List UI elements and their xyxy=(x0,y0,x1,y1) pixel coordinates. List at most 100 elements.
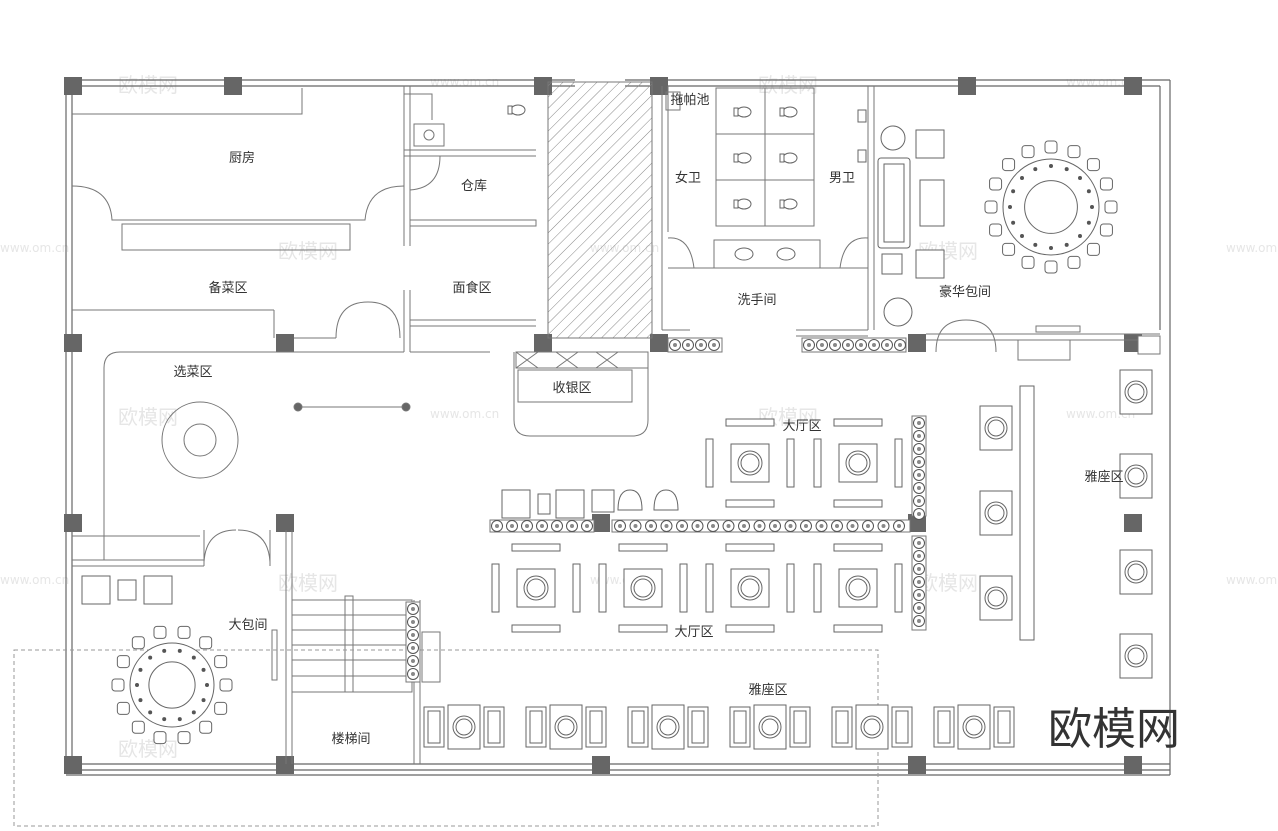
label-hall-bottom: 大厅区 xyxy=(674,625,713,640)
banquet-chair xyxy=(214,701,228,715)
place-setting xyxy=(1090,205,1094,209)
bench xyxy=(813,438,822,488)
booth-sofa xyxy=(831,706,853,748)
booth-sofa xyxy=(789,706,811,748)
banquet-chair xyxy=(989,223,1003,237)
planter-plant xyxy=(829,339,841,351)
booth-table xyxy=(1119,633,1153,679)
hall-table xyxy=(838,443,878,483)
faint-watermark: 欧模网 xyxy=(118,73,178,97)
place-setting xyxy=(191,655,196,660)
bench xyxy=(618,624,668,633)
hall-tables xyxy=(491,418,903,633)
planter-plant xyxy=(842,339,854,351)
planter-plant xyxy=(521,520,533,532)
place-setting xyxy=(191,710,196,715)
planter-plant xyxy=(913,589,925,601)
exterior-walls xyxy=(65,79,1171,776)
place-setting xyxy=(138,667,143,672)
planter-plant xyxy=(913,508,925,520)
banquet-chair xyxy=(1099,223,1113,237)
place-setting xyxy=(1077,233,1082,238)
bench xyxy=(894,438,903,488)
booth-table xyxy=(855,704,889,750)
planter-plant xyxy=(913,469,925,481)
faint-watermark: 欧模网 xyxy=(278,239,338,263)
banquet-chair xyxy=(116,701,130,715)
banquet-chair xyxy=(1044,140,1058,154)
place-setting xyxy=(1064,242,1069,247)
label-womens-restroom: 女卫 xyxy=(675,170,701,186)
place-setting xyxy=(1064,167,1069,172)
planter-plant xyxy=(708,339,720,351)
booth-table xyxy=(1119,453,1153,499)
faint-watermark: 欧模网 xyxy=(118,737,178,761)
planter-plant xyxy=(846,520,859,532)
planter-plant xyxy=(913,550,925,562)
bench xyxy=(705,438,714,488)
label-booth-right: 雅座区 xyxy=(1084,470,1123,485)
place-setting xyxy=(1077,176,1082,181)
booth-sofa xyxy=(729,706,751,748)
planter-plant xyxy=(506,520,518,532)
place-setting xyxy=(177,717,182,722)
label-luxury-private-room: 豪华包间 xyxy=(939,284,991,300)
planter-plant xyxy=(695,339,707,351)
booth-table xyxy=(979,405,1013,451)
place-setting xyxy=(1011,189,1016,194)
planter-plant xyxy=(831,520,843,532)
planter-plant xyxy=(913,495,925,507)
place-setting xyxy=(201,698,206,703)
planter-plant xyxy=(682,339,694,351)
restroom-fixtures xyxy=(507,104,867,261)
planter-plant xyxy=(691,520,704,532)
room-labels: 厨房 仓库 备菜区 面食区 选菜区 拖帕池 女卫 男卫 洗手间 豪华包间 收银区… xyxy=(173,93,1123,747)
place-setting xyxy=(201,667,206,672)
booth-sofa xyxy=(423,706,445,748)
bench xyxy=(598,563,607,613)
place-setting xyxy=(1049,246,1053,250)
banquet-chair xyxy=(1002,158,1016,172)
faint-watermarks: 欧模网 欧模网 欧模网 欧模网 欧模网 欧模网 欧模网 欧模网 欧模网 www.… xyxy=(0,73,1278,761)
faint-watermark-url: www.om.cn xyxy=(0,241,69,255)
planter-plant xyxy=(660,520,673,532)
banquet-chair xyxy=(131,720,145,734)
bench xyxy=(618,543,668,552)
faint-watermark-url: www.om.cn xyxy=(1066,407,1135,421)
label-mens-restroom: 男卫 xyxy=(829,171,855,186)
bench xyxy=(511,624,561,633)
bench xyxy=(833,418,883,427)
banquet-chair xyxy=(116,655,130,669)
planter-plant xyxy=(893,520,905,532)
booth-sofa xyxy=(483,706,505,748)
place-setting xyxy=(1086,189,1091,194)
label-cashier: 收银区 xyxy=(552,381,591,396)
hall-table xyxy=(838,568,878,608)
banquet-chair xyxy=(1021,255,1035,269)
bench xyxy=(679,563,688,613)
bench xyxy=(813,563,822,613)
planter-plant xyxy=(803,339,815,351)
booth-table xyxy=(549,704,583,750)
wash-basin xyxy=(776,247,796,261)
planter-plant xyxy=(815,520,828,532)
booth-table xyxy=(753,704,787,750)
bench xyxy=(572,563,581,613)
planter-plant xyxy=(862,520,874,532)
label-stairwell: 楼梯间 xyxy=(331,732,370,747)
planter-plant xyxy=(629,520,642,532)
bench xyxy=(491,563,500,613)
banquet-chair xyxy=(219,678,233,692)
label-noodle-area: 面食区 xyxy=(452,280,491,296)
booth-table xyxy=(957,704,991,750)
place-setting xyxy=(205,683,209,687)
booth-table xyxy=(979,490,1013,536)
planter-plant xyxy=(551,520,563,532)
bench xyxy=(833,624,883,633)
banquet-chair xyxy=(1067,145,1081,159)
booth-table xyxy=(1119,549,1153,595)
toilet xyxy=(733,152,752,164)
banquet-chair xyxy=(984,200,998,214)
planter-plant xyxy=(784,520,797,532)
bench xyxy=(894,563,903,613)
